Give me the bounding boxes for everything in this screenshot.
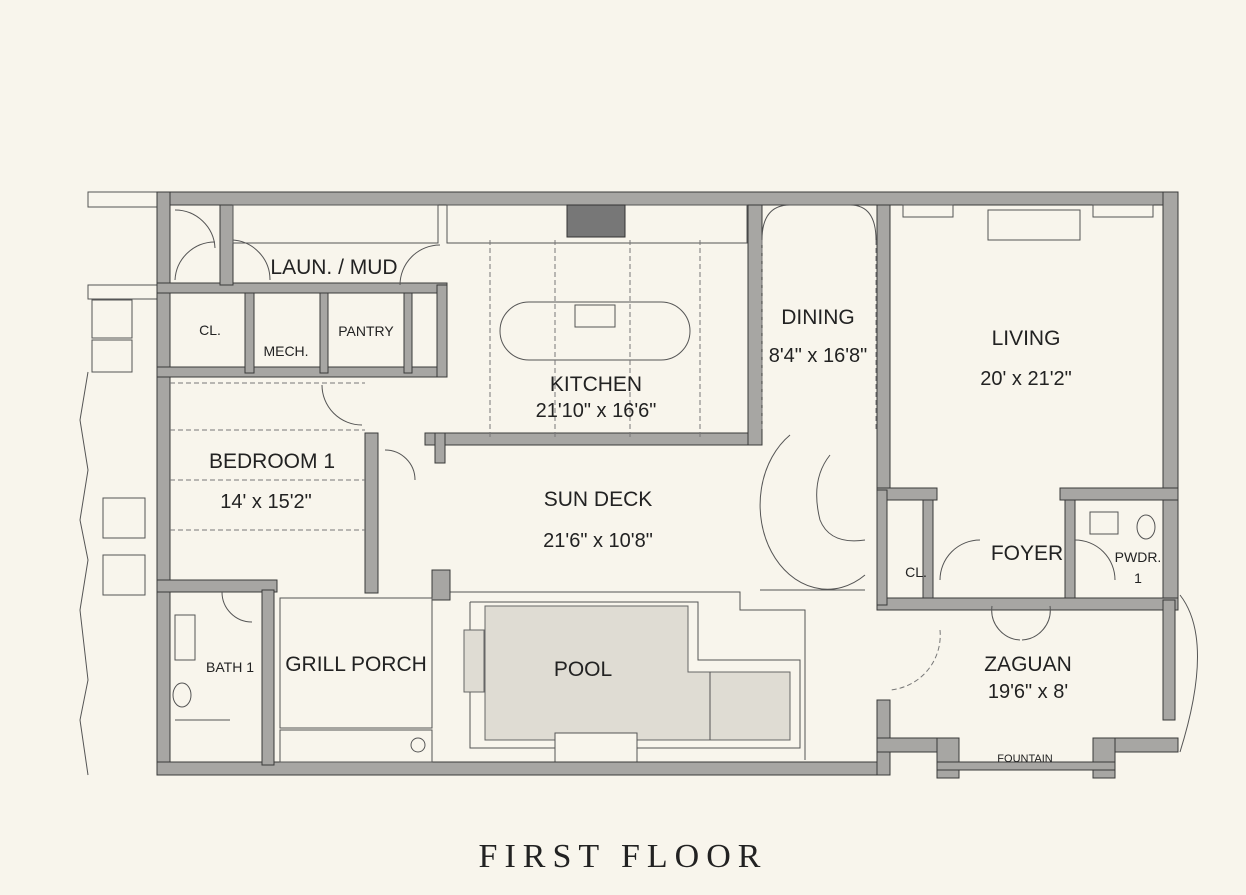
floor-title: FIRST FLOOR: [478, 838, 768, 875]
closet-label: CL.: [199, 322, 221, 338]
powder-number: 1: [1134, 570, 1142, 586]
zaguan-dim: 19'6" x 8': [988, 681, 1068, 703]
dining-living-fixtures: [761, 204, 1154, 430]
foyer-label: FOYER: [991, 542, 1063, 565]
pool-deck: [450, 591, 806, 764]
door-swings: [174, 209, 1116, 691]
sun-deck-label: SUN DECK: [544, 488, 653, 511]
mech-label: MECH.: [263, 343, 308, 359]
living-dim: 20' x 21'2": [980, 368, 1071, 390]
kitchen-label: KITCHEN: [550, 373, 642, 396]
bath1-label: BATH 1: [206, 659, 254, 675]
sun-deck-dim: 21'6" x 10'8": [543, 530, 653, 552]
pantry-label: PANTRY: [338, 323, 394, 339]
bedroom1-label: BEDROOM 1: [209, 450, 335, 473]
kitchen-fixtures: [170, 204, 748, 763]
bath-fixtures: [172, 511, 1198, 753]
pool: [484, 605, 791, 741]
walls: [156, 191, 1179, 779]
dining-label: DINING: [781, 306, 855, 329]
spiral-staircase: [759, 434, 866, 591]
dining-dim: 8'4" x 16'8": [769, 345, 868, 367]
laundry-label: LAUN. / MUD: [270, 256, 397, 279]
kitchen-dim: 21'10" x 16'6": [536, 400, 657, 422]
powder-label: PWDR.: [1115, 549, 1162, 565]
zaguan-label: ZAGUAN: [984, 653, 1072, 676]
exterior-left-terrace: [79, 191, 158, 776]
bedroom1-dim: 14' x 15'2": [220, 491, 311, 513]
foyer-closet-label: CL.: [905, 564, 927, 580]
living-label: LIVING: [992, 327, 1061, 350]
fountain-label: FOUNTAIN: [997, 753, 1052, 765]
pool-label: POOL: [554, 658, 612, 681]
grill-porch-label: GRILL PORCH: [285, 653, 427, 676]
